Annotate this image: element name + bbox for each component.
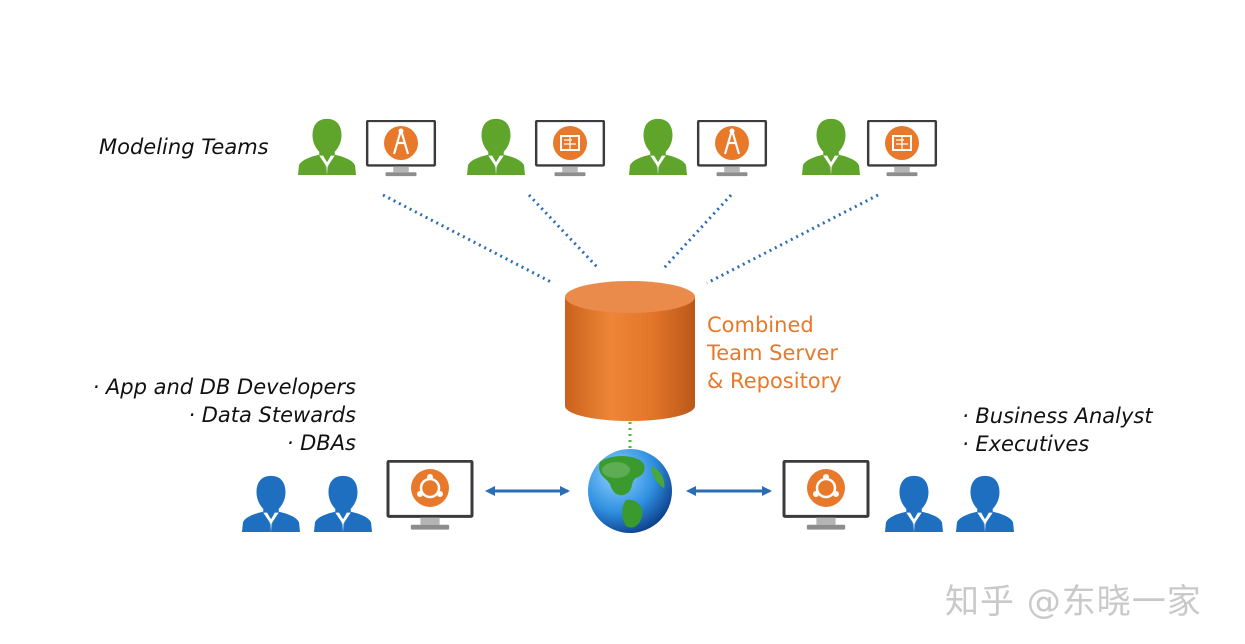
modeler-connectors bbox=[382, 193, 879, 285]
developers-group-label: · App and DB Developers · Data Stewards … bbox=[86, 373, 356, 457]
globe-icon bbox=[588, 449, 672, 533]
user-person-icon bbox=[956, 475, 1014, 532]
blueprint-icon bbox=[553, 126, 587, 160]
server-label-line: & Repository bbox=[707, 369, 842, 393]
compass-icon bbox=[715, 126, 749, 160]
business-users bbox=[885, 475, 1014, 532]
user-person-icon bbox=[885, 475, 943, 532]
team-app-icon bbox=[807, 469, 845, 507]
modeler-station-2 bbox=[467, 118, 606, 178]
business-group-label: · Business Analyst · Executives bbox=[962, 402, 1153, 458]
team-app-icon bbox=[411, 469, 449, 507]
server-label: Combined Team Server & Repository bbox=[707, 311, 842, 395]
user-person-icon bbox=[242, 475, 300, 532]
developer-workstation bbox=[386, 460, 474, 532]
developers-line: · App and DB Developers bbox=[92, 375, 356, 399]
connector-line bbox=[382, 193, 554, 285]
developers-line: · DBAs bbox=[286, 431, 356, 455]
business-line: · Business Analyst bbox=[962, 404, 1153, 428]
blueprint-icon bbox=[885, 126, 919, 160]
modeling-teams-label: Modeling Teams bbox=[99, 135, 269, 159]
user-person-icon bbox=[314, 475, 372, 532]
developers-line: · Data Stewards bbox=[188, 403, 356, 427]
modeler-person-icon bbox=[802, 118, 860, 175]
connector-line bbox=[527, 193, 600, 270]
modeler-station-3 bbox=[629, 118, 768, 178]
connector-line bbox=[662, 193, 733, 270]
database-cylinder-icon bbox=[565, 281, 695, 421]
modeler-station-4 bbox=[802, 118, 938, 178]
business-workstation bbox=[782, 460, 870, 532]
developer-users bbox=[242, 475, 372, 532]
watermark-text: 知乎 @东晓一家 bbox=[945, 582, 1202, 622]
modeler-station-1 bbox=[298, 118, 437, 178]
modeler-person-icon bbox=[629, 118, 687, 175]
modeler-person-icon bbox=[467, 118, 525, 175]
server-label-line: Combined bbox=[707, 313, 814, 337]
business-line: · Executives bbox=[962, 432, 1090, 456]
compass-icon bbox=[384, 126, 418, 160]
connector-line bbox=[706, 193, 879, 285]
modeler-person-icon bbox=[298, 118, 356, 175]
server-label-line: Team Server bbox=[707, 341, 839, 365]
